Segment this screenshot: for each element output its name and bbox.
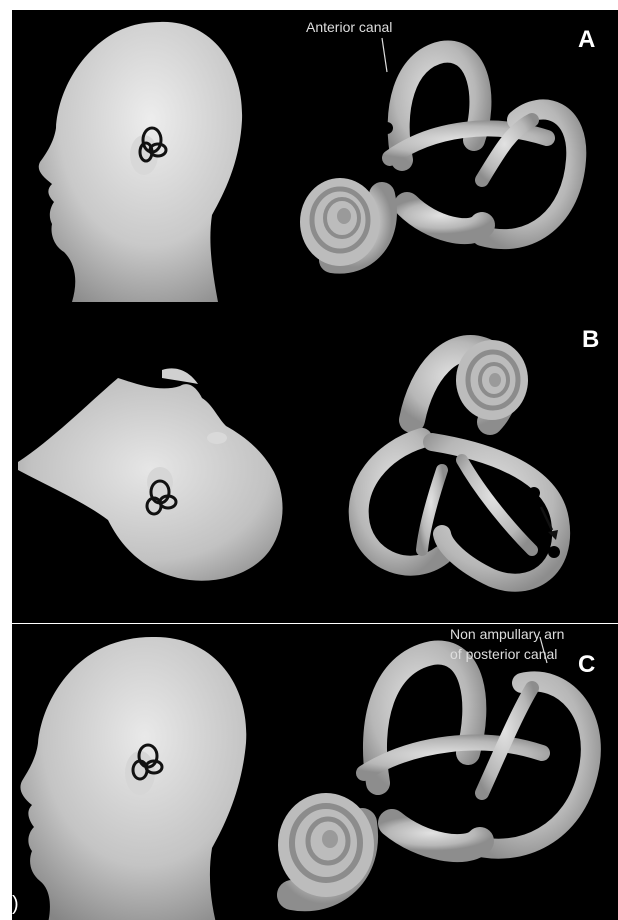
posterior-canal-label-line-2: of posterior canal — [450, 645, 557, 663]
anterior-canal-label: Anterior canal — [306, 18, 392, 36]
panel-a: Anterior canal A — [12, 10, 618, 310]
cropped-panel-letter-fragment: ) — [12, 893, 19, 916]
cochlea-a — [300, 178, 380, 266]
cochlea-b — [456, 340, 528, 420]
cochlea-c — [278, 793, 374, 897]
panel-c: Non ampullary arn of posterior canal C ) — [12, 623, 618, 920]
panel-letter-a: A — [578, 26, 595, 54]
panel-a-illustration — [12, 10, 618, 310]
panel-c-illustration — [12, 623, 618, 920]
otoconia-marker — [381, 122, 393, 134]
panel-letter-b: B — [582, 326, 599, 354]
panel-b-illustration — [12, 310, 618, 623]
posterior-canal-label-line-1: Non ampullary arn — [450, 625, 564, 643]
panel-b: B — [12, 310, 618, 623]
otoconia-marker — [548, 546, 560, 558]
panel-letter-c: C — [578, 651, 595, 679]
otoconia-marker — [528, 487, 540, 499]
